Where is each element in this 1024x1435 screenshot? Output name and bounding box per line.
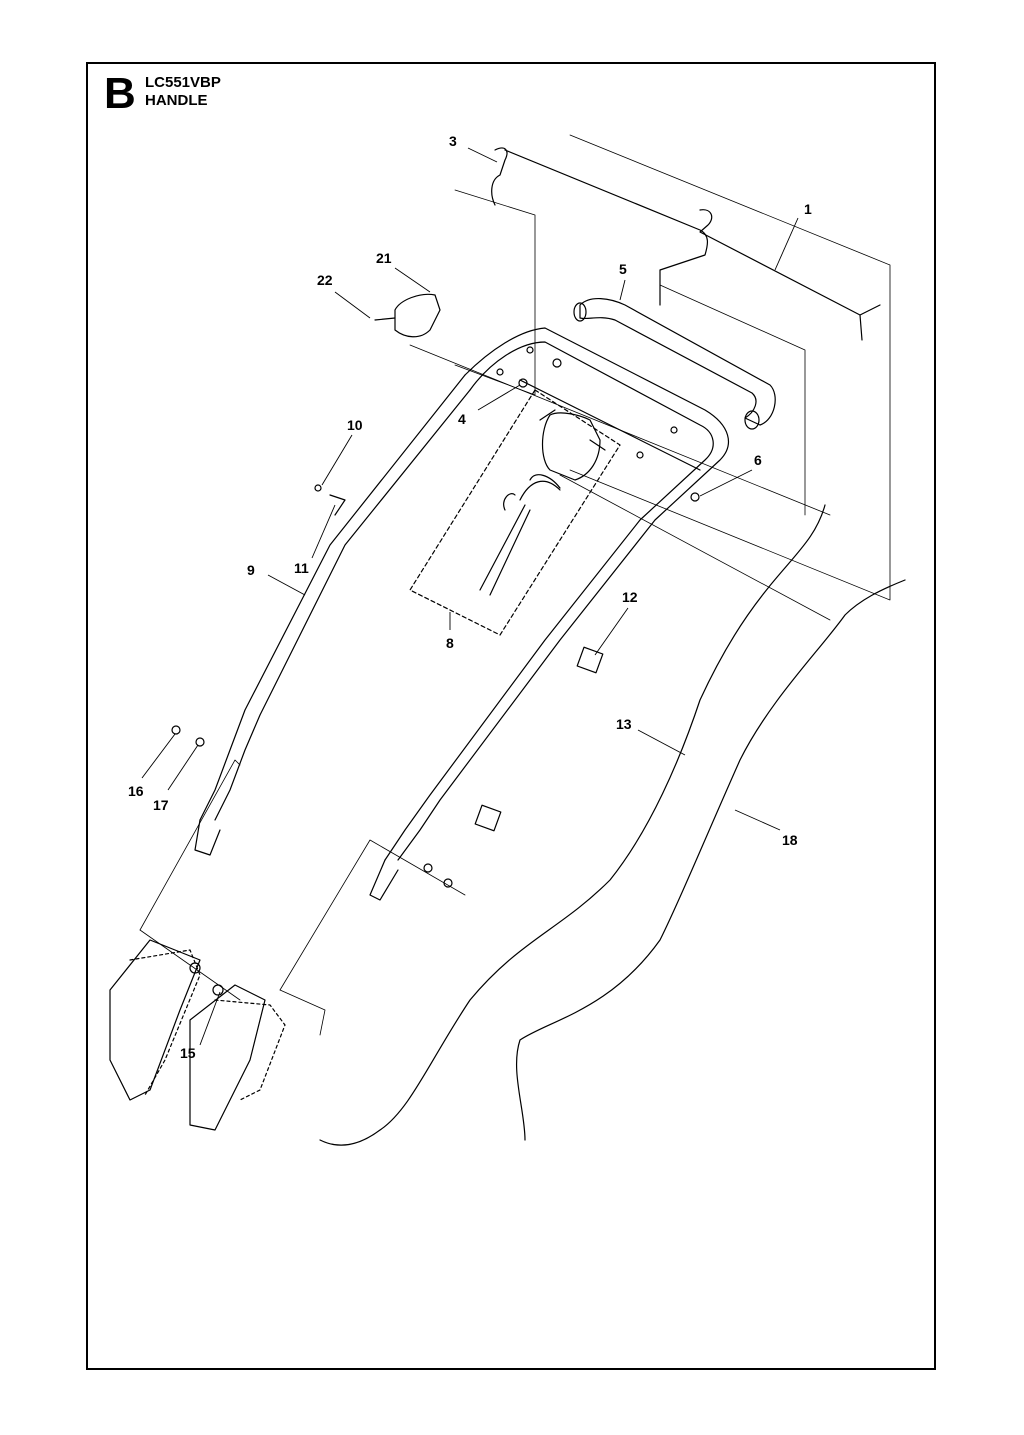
wire-3 — [491, 147, 708, 306]
model-number: LC551VBP — [145, 74, 221, 91]
callout-9: 9 — [247, 562, 255, 578]
wire-1 — [699, 209, 881, 341]
callout-8: 8 — [446, 635, 454, 651]
diagram-frame — [86, 62, 936, 1370]
brackets-left — [109, 939, 201, 1101]
callout-12: 12 — [622, 589, 638, 605]
callout-4: 4 — [458, 411, 466, 427]
brackets-right — [189, 984, 266, 1131]
callout-15: 15 — [180, 1045, 196, 1061]
callout-1: 1 — [804, 201, 812, 217]
diagram-title: HANDLE — [145, 92, 208, 109]
upper-handle — [397, 327, 729, 861]
switch-21 — [394, 293, 441, 338]
callout-13: 13 — [616, 716, 632, 732]
callout-11: 11 — [294, 560, 309, 576]
projection-planes — [139, 134, 891, 1036]
cable-18 — [515, 579, 906, 1141]
control-box-outline — [409, 389, 621, 636]
clip-12 — [576, 646, 604, 674]
callout-16: 16 — [128, 783, 144, 799]
callout-18: 18 — [782, 832, 798, 848]
callout-5: 5 — [619, 261, 627, 277]
cable-13 — [319, 504, 826, 1146]
section-letter: B — [104, 69, 136, 118]
callout-6: 6 — [754, 452, 762, 468]
callout-17: 17 — [153, 797, 169, 813]
grip-5 — [579, 298, 776, 426]
callout-10: 10 — [347, 417, 363, 433]
callout-3: 3 — [449, 133, 457, 149]
clip-lower — [474, 804, 502, 832]
callout-21: 21 — [376, 250, 392, 266]
callout-22: 22 — [317, 272, 333, 288]
